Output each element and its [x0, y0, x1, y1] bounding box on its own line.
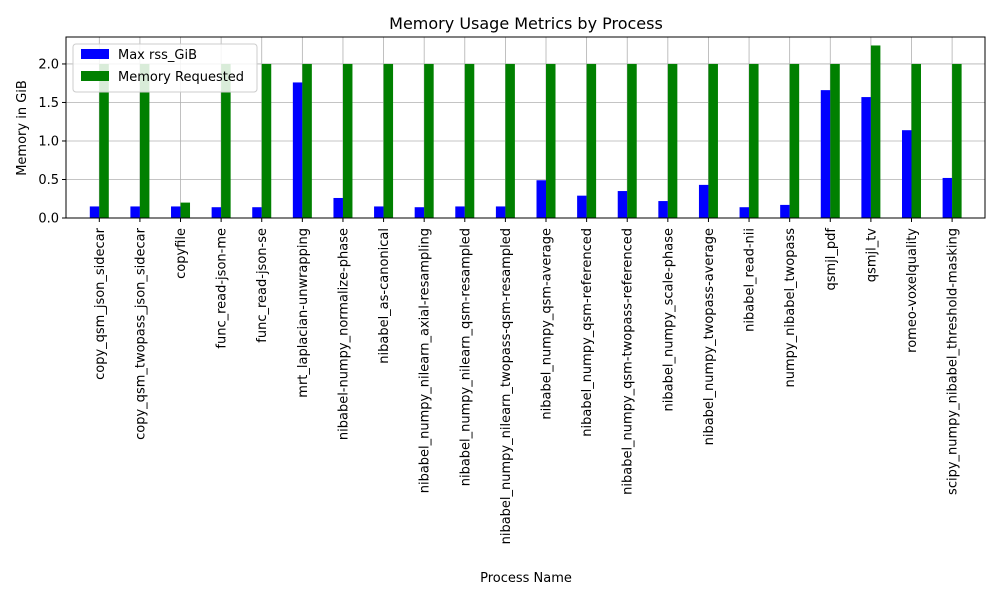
- x-tick-label: nibabel_numpy_nilearn_axial-resampling: [418, 228, 433, 493]
- bar-max-rss: [536, 180, 547, 218]
- bars: [89, 45, 962, 219]
- y-tick-label: 1.5: [38, 96, 59, 111]
- x-tick-label: nibabel_numpy_twopass-average: [702, 228, 717, 445]
- bar-max-rss: [414, 207, 425, 218]
- x-tick-label: nibabel_numpy_qsm-referenced: [580, 228, 595, 437]
- bar-memory-requested: [505, 63, 515, 219]
- x-tick-label: nibabel-numpy_normalize-phase: [336, 228, 351, 440]
- x-tick-label: nibabel_numpy_qsm-twopass-referenced: [621, 228, 636, 495]
- bar-memory-requested: [424, 63, 434, 219]
- x-tick-label: copyfile: [174, 228, 189, 279]
- x-tick-label: nibabel_numpy_qsm-average: [540, 228, 555, 420]
- x-tick-label: func_read-json-se: [255, 228, 270, 343]
- legend-swatch-memory-requested: [81, 71, 109, 81]
- bar-max-rss: [617, 191, 628, 218]
- legend-box: [72, 43, 258, 93]
- bar-max-rss: [333, 197, 343, 218]
- plot-frame: [65, 36, 986, 219]
- bar-max-rss: [89, 206, 100, 218]
- x-tick-label: scipy_numpy_nibabel_threshold-masking: [946, 228, 961, 495]
- bar-memory-requested: [383, 63, 394, 219]
- bar-max-rss: [861, 97, 871, 218]
- y-tick-label: 1.0: [38, 134, 59, 149]
- bar-max-rss: [252, 207, 262, 218]
- bar-max-rss: [171, 206, 181, 218]
- bar-max-rss: [455, 206, 465, 218]
- bar-max-rss: [698, 184, 709, 218]
- legend-label-memory-requested: Memory Requested: [118, 70, 244, 85]
- bar-max-rss: [495, 206, 506, 218]
- bar-max-rss: [211, 207, 222, 218]
- bar-max-rss: [658, 201, 668, 218]
- y-tick-label: 2.0: [38, 57, 59, 72]
- bar-max-rss: [374, 206, 384, 218]
- x-tick-label: copy_qsm_json_sidecar: [93, 227, 108, 380]
- bar-memory-requested: [627, 63, 637, 219]
- bar-max-rss: [739, 207, 750, 218]
- bar-max-rss: [577, 195, 587, 218]
- bar-memory-requested: [870, 45, 881, 219]
- bar-memory-requested: [180, 202, 191, 218]
- y-axis-ticks: 0.0 0.5 1.0 1.5 2.0: [38, 57, 66, 227]
- bar-memory-requested: [261, 63, 272, 219]
- bar-memory-requested: [464, 63, 475, 219]
- y-tick-label: 0.0: [38, 212, 59, 227]
- y-tick-label: 0.5: [38, 173, 59, 188]
- x-tick-label: qsmjl_pdf: [824, 228, 839, 291]
- bar-memory-requested: [830, 63, 840, 219]
- chart-title: Memory Usage Metrics by Process: [389, 14, 663, 33]
- x-tick-label: mrt_laplacian-unwrapping: [296, 228, 311, 398]
- x-axis-label: Process Name: [480, 571, 572, 586]
- bar-memory-requested: [546, 63, 556, 219]
- bar-memory-requested: [952, 63, 962, 219]
- bar-memory-requested: [139, 63, 150, 219]
- y-axis-label: Memory in GiB: [15, 80, 30, 176]
- legend: Max rss_GiB Memory Requested: [72, 43, 258, 93]
- x-tick-label: nibabel_read-nii: [743, 228, 758, 332]
- bar-memory-requested: [789, 63, 800, 219]
- bar-memory-requested: [667, 63, 678, 219]
- legend-label-max-rss: Max rss_GiB: [118, 48, 197, 63]
- x-tick-label: numpy_nibabel_twopass: [783, 228, 798, 388]
- bar-memory-requested: [911, 63, 921, 219]
- bar-max-rss: [130, 206, 140, 218]
- bar-memory-requested: [586, 63, 597, 219]
- bar-memory-requested: [99, 63, 109, 219]
- legend-swatch-max-rss: [81, 49, 109, 59]
- bar-memory-requested: [708, 63, 718, 219]
- x-axis-ticks: copy_qsm_json_sidecar copy_qsm_twopass_js…: [93, 218, 961, 544]
- bar-memory-requested: [221, 63, 231, 219]
- x-tick-label: nibabel_numpy_nilearn_twopass-qsm-resamp…: [499, 228, 514, 544]
- bar-memory-requested: [302, 63, 312, 219]
- x-tick-label: nibabel_as-canonical: [377, 228, 392, 364]
- x-tick-label: copy_qsm_twopass_json_sidecar: [133, 227, 148, 440]
- bar-max-rss: [901, 130, 912, 218]
- bar-max-rss: [292, 82, 303, 218]
- x-tick-label: romeo-voxelquality: [905, 228, 920, 353]
- x-tick-label: nibabel_numpy_scale-phase: [661, 228, 676, 411]
- x-tick-label: qsmjl_tv: [864, 228, 879, 283]
- bar-max-rss: [942, 177, 953, 218]
- bar-memory-requested: [342, 63, 353, 219]
- bar-memory-requested: [749, 63, 759, 219]
- bar-max-rss: [820, 90, 831, 218]
- bar-max-rss: [780, 204, 790, 218]
- x-tick-label: func_read-json-me: [215, 228, 230, 349]
- x-tick-label: nibabel_numpy_nilearn_qsm-resampled: [458, 228, 473, 486]
